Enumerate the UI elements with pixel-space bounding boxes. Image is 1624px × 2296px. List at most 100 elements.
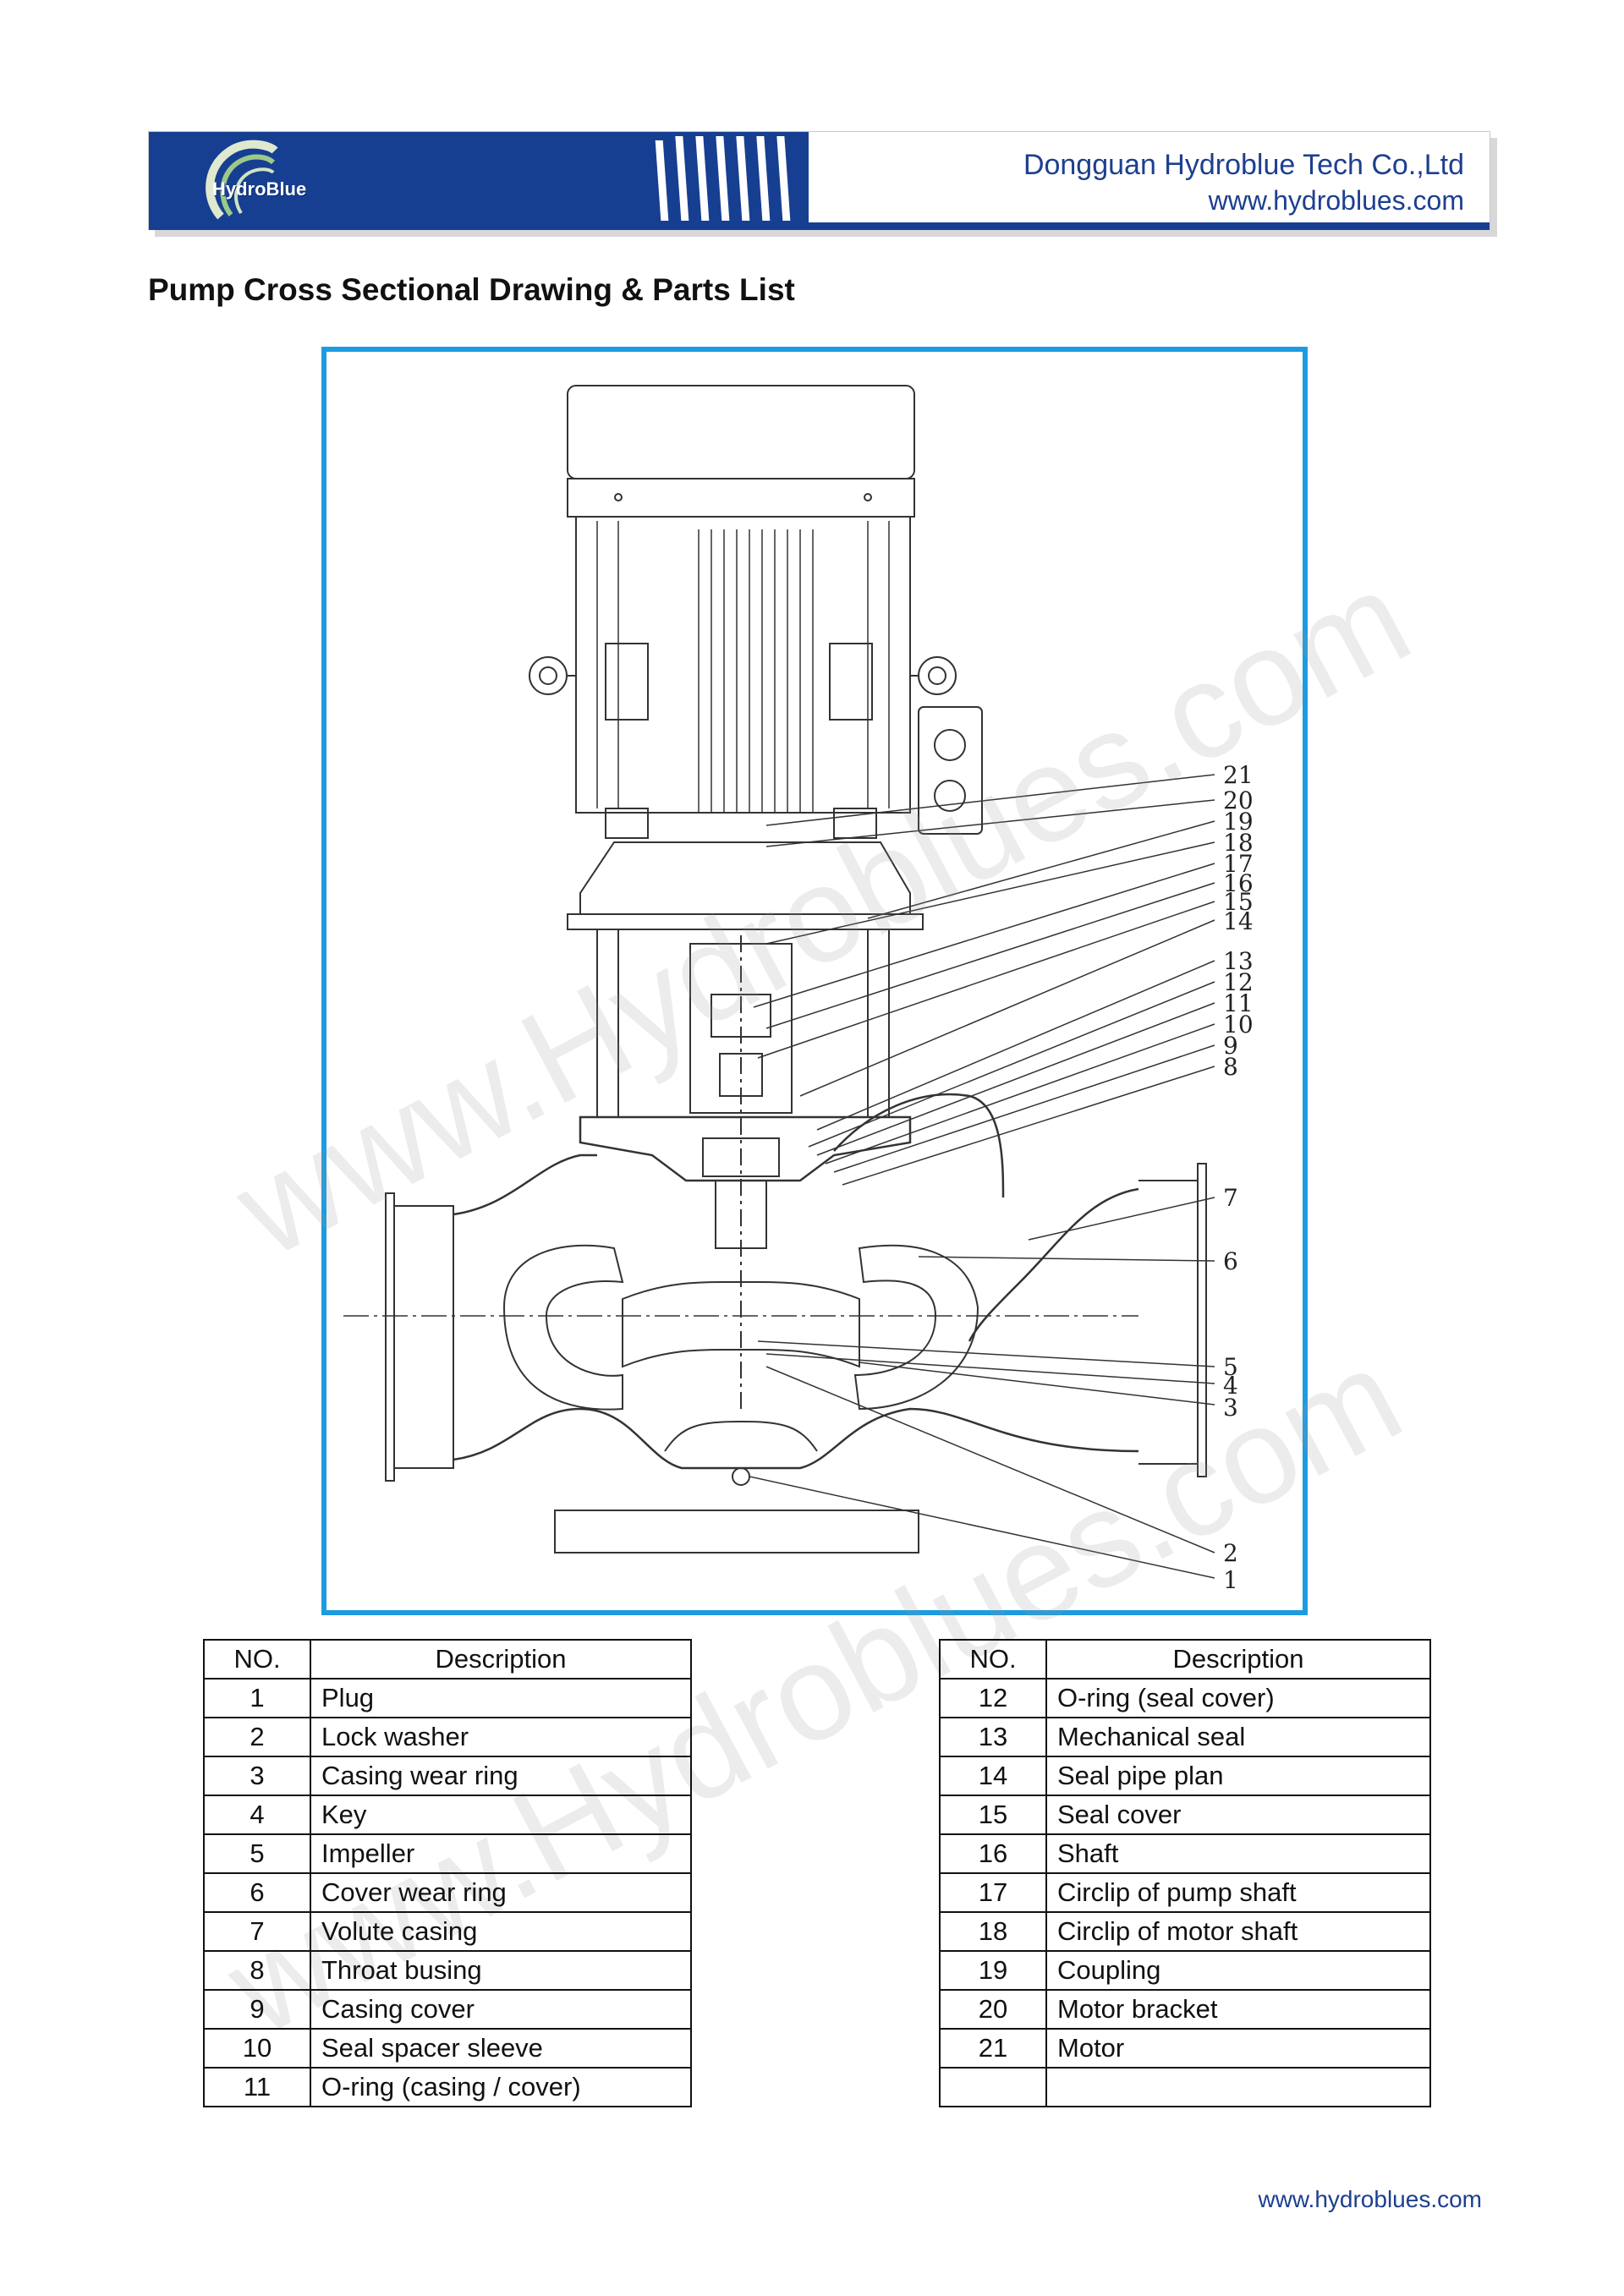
part-no: 2 — [203, 1717, 311, 1757]
callout-16: 16 — [1223, 869, 1254, 897]
part-description: Motor bracket — [1045, 1989, 1431, 2030]
part-no: 21 — [939, 2028, 1047, 2069]
callout-7: 7 — [1223, 1184, 1238, 1212]
part-no: 5 — [203, 1833, 311, 1874]
part-description: Throat busing — [310, 1950, 692, 1991]
part-no: 18 — [939, 1911, 1047, 1952]
company-website: www.hydroblues.com — [1208, 185, 1464, 216]
part-description: Mechanical seal — [1045, 1717, 1431, 1757]
table-header-row: NO. Description — [939, 1639, 1431, 1680]
table-row — [939, 2067, 1431, 2107]
part-description: Casing wear ring — [310, 1756, 692, 1796]
part-description: Plug — [310, 1678, 692, 1718]
page-title: Pump Cross Sectional Drawing & Parts Lis… — [148, 272, 795, 307]
company-info: Dongguan Hydroblue Tech Co.,Ltd www.hydr… — [1023, 147, 1464, 218]
hydroblue-logo-icon — [206, 140, 278, 220]
part-description: Seal pipe plan — [1045, 1756, 1431, 1796]
part-no: 20 — [939, 1989, 1047, 2030]
part-no: 19 — [939, 1950, 1047, 1991]
part-description: O-ring (casing / cover) — [310, 2067, 692, 2107]
table-header-row: NO. Description — [203, 1639, 692, 1680]
callout-9: 9 — [1223, 1032, 1238, 1060]
part-description: Motor — [1045, 2028, 1431, 2069]
part-no: 7 — [203, 1911, 311, 1952]
part-no: 14 — [939, 1756, 1047, 1796]
part-description: O-ring (seal cover) — [1045, 1678, 1431, 1718]
part-description: Circlip of pump shaft — [1045, 1872, 1431, 1913]
part-description: Volute casing — [310, 1911, 692, 1952]
part-description: Key — [310, 1795, 692, 1835]
callout-5: 5 — [1223, 1353, 1238, 1381]
part-description: Seal cover — [1045, 1795, 1431, 1835]
callout-12: 12 — [1223, 968, 1254, 996]
header-banner: HydroBlue Dongguan Hydroblue Tech Co.,Lt… — [148, 131, 1490, 230]
col-header-description: Description — [1045, 1639, 1431, 1680]
logo-text: HydroBlue — [212, 178, 307, 200]
part-no: 1 — [203, 1678, 311, 1718]
part-no: 8 — [203, 1950, 311, 1991]
cross-section-drawing: 21 20 19 18 17 16 15 14 13 12 11 10 9 8 … — [321, 347, 1308, 1615]
callout-3: 3 — [1223, 1394, 1238, 1422]
part-description: Seal spacer sleeve — [310, 2028, 692, 2069]
part-no: 9 — [203, 1989, 311, 2030]
part-no: 6 — [203, 1872, 311, 1913]
part-description: Shaft — [1045, 1833, 1431, 1874]
part-no: 13 — [939, 1717, 1047, 1757]
callout-19: 19 — [1223, 808, 1254, 836]
col-header-description: Description — [310, 1639, 692, 1680]
callout-1: 1 — [1223, 1566, 1238, 1594]
part-no: 11 — [203, 2067, 311, 2107]
part-no: 4 — [203, 1795, 311, 1835]
callout-2: 2 — [1223, 1539, 1238, 1567]
callout-18: 18 — [1223, 829, 1254, 857]
banner-stripes — [648, 132, 809, 227]
callout-11: 11 — [1223, 989, 1254, 1017]
callout-20: 20 — [1223, 786, 1254, 814]
callout-21: 21 — [1223, 761, 1254, 789]
part-description: Casing cover — [310, 1989, 692, 2030]
callout-6: 6 — [1223, 1247, 1238, 1275]
part-no: 16 — [939, 1833, 1047, 1874]
part-description — [1045, 2067, 1431, 2107]
col-header-no: NO. — [203, 1639, 311, 1680]
part-no — [939, 2067, 1047, 2107]
callout-17: 17 — [1223, 850, 1254, 878]
part-description: Coupling — [1045, 1950, 1431, 1991]
callout-15: 15 — [1223, 888, 1254, 916]
callout-8: 8 — [1223, 1053, 1238, 1081]
callout-13: 13 — [1223, 947, 1254, 975]
callout-14: 14 — [1223, 907, 1254, 935]
part-description: Impeller — [310, 1833, 692, 1874]
callout-4: 4 — [1223, 1372, 1238, 1400]
part-no: 10 — [203, 2028, 311, 2069]
callout-10: 10 — [1223, 1011, 1254, 1038]
part-description: Circlip of motor shaft — [1045, 1911, 1431, 1952]
part-description: Cover wear ring — [310, 1872, 692, 1913]
company-name: Dongguan Hydroblue Tech Co.,Ltd — [1023, 149, 1464, 181]
footer-website: www.hydroblues.com — [1258, 2186, 1482, 2212]
part-no: 15 — [939, 1795, 1047, 1835]
part-description: Lock washer — [310, 1717, 692, 1757]
banner-blue-panel: HydroBlue — [149, 132, 648, 227]
part-no: 17 — [939, 1872, 1047, 1913]
